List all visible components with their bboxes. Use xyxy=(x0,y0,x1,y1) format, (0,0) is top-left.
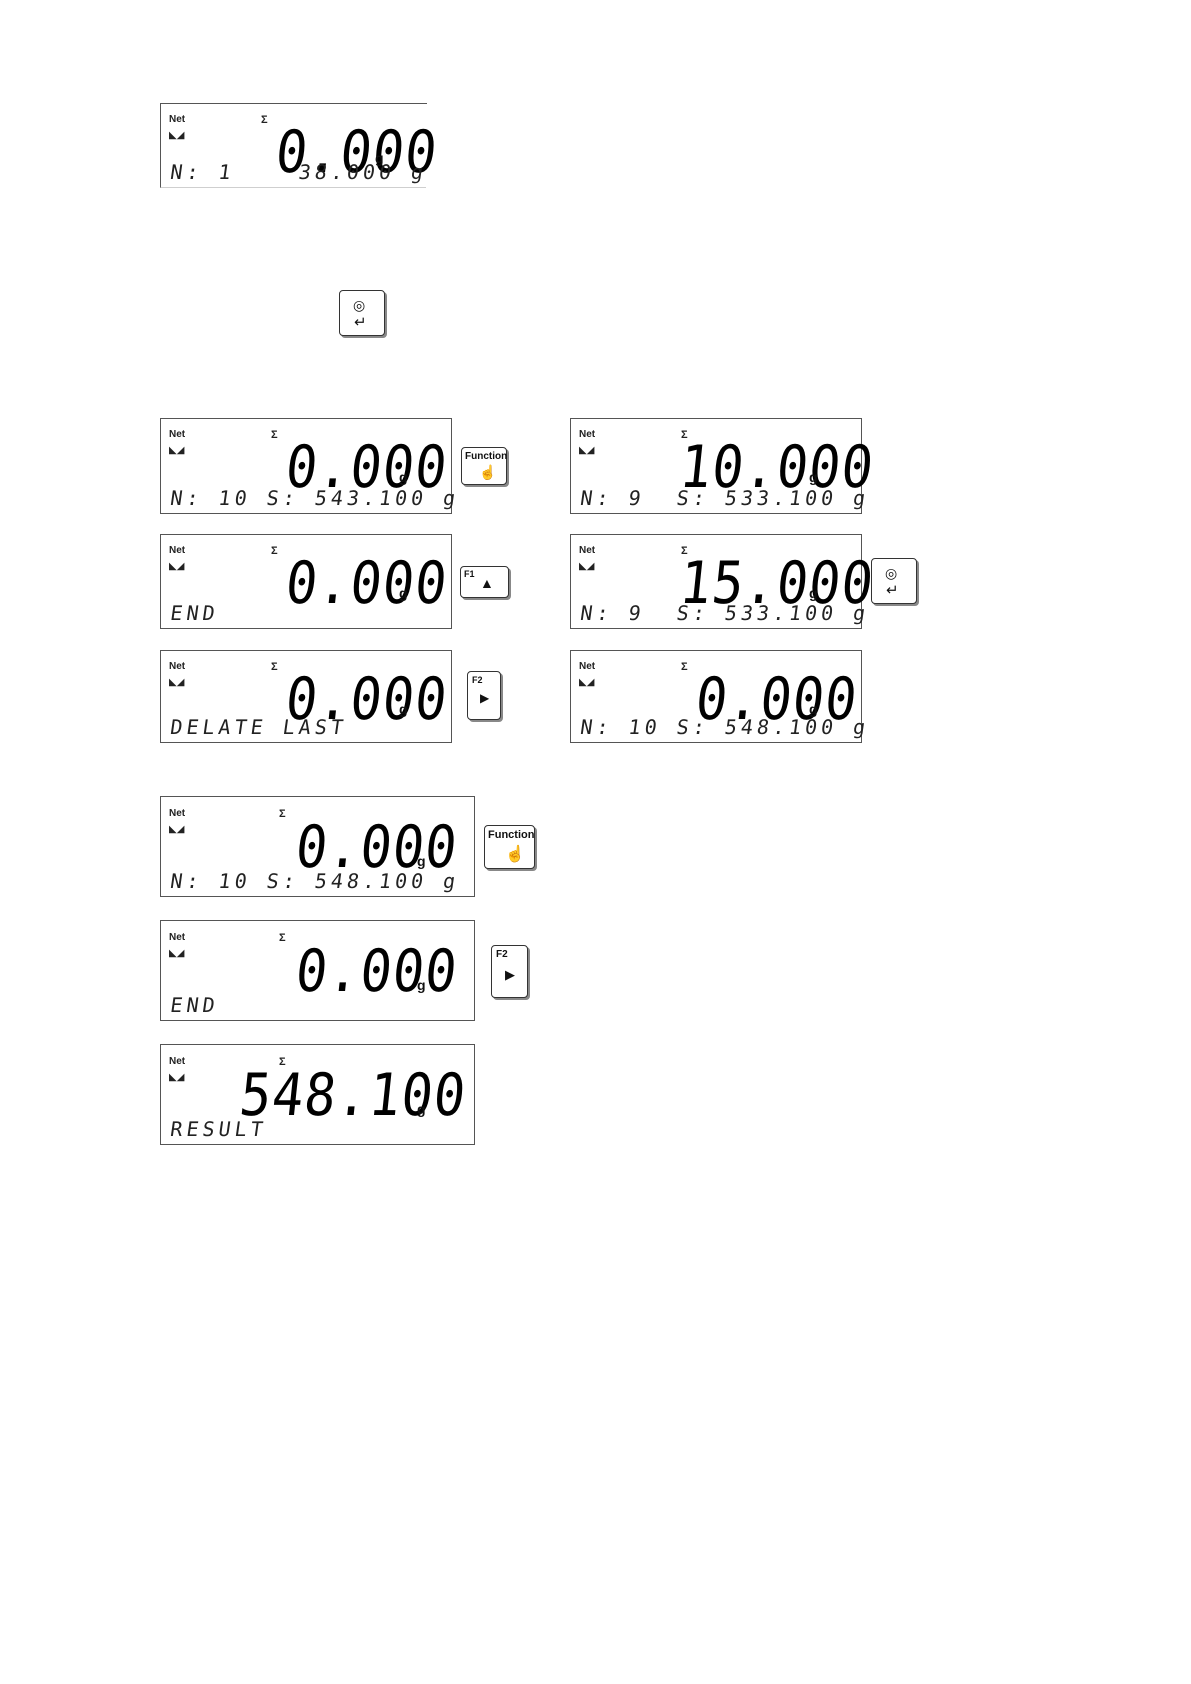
main-reading: 0.000 xyxy=(292,938,462,1006)
sigma-icon: Σ xyxy=(271,661,278,673)
stability-marker-icon: ◣◢ xyxy=(579,445,595,456)
stability-marker-icon: ◣◢ xyxy=(169,130,185,141)
right-arrow-icon: ▶ xyxy=(505,967,515,982)
bottom-line: END xyxy=(168,993,221,1017)
stability-marker-icon: ◣◢ xyxy=(169,677,185,688)
lcd-screen-2: Net ◣◢ Σ 0.000 g N: 10 S: 543.100 g xyxy=(160,418,461,514)
stability-marker-icon: ◣◢ xyxy=(579,561,595,572)
function-hand-icon: ☝ xyxy=(505,846,525,863)
lcd-screen-7: Net ◣◢ Σ 0.000 g N: 10 S: 548.100 g xyxy=(570,650,871,743)
bottom-line: END xyxy=(168,601,221,625)
f2-key-label: F2 xyxy=(472,675,483,685)
unit-label: g xyxy=(809,469,818,485)
print-enter-key-icon: ◎ xyxy=(885,565,898,581)
net-label: Net xyxy=(169,808,186,819)
net-label: Net xyxy=(169,545,186,556)
unit-label: g xyxy=(399,585,408,601)
sigma-icon: Σ xyxy=(681,429,688,441)
enter-arrow-icon: ↵ xyxy=(886,582,899,599)
unit-label: g xyxy=(417,977,426,993)
main-reading: 548.100 xyxy=(236,1062,470,1130)
stability-marker-icon: ◣◢ xyxy=(169,824,185,835)
stability-marker-icon: ◣◢ xyxy=(169,445,185,456)
f2-right-key[interactable]: F2 ▶ xyxy=(467,671,501,720)
stability-marker-icon: ◣◢ xyxy=(169,948,185,959)
unit-label: g xyxy=(375,150,384,166)
net-label: Net xyxy=(169,429,186,440)
function-key[interactable]: Function ☝ xyxy=(461,447,507,485)
function-key-label: Function xyxy=(488,829,535,841)
net-label: Net xyxy=(579,429,596,440)
sigma-icon: Σ xyxy=(279,1056,286,1068)
lcd-screen-1: Net ◣◢ Σ 0.000 g N: 1 38.000 g xyxy=(160,103,441,188)
lcd-screen-3: Net ◣◢ Σ 10.000 g N: 9 S: 533.100 g xyxy=(570,418,877,514)
lcd-screen-6: Net ◣◢ Σ 0.000 g DELATE LAST xyxy=(160,650,452,743)
unit-label: g xyxy=(809,701,818,717)
right-arrow-icon: ▶ xyxy=(480,691,490,705)
sigma-icon: Σ xyxy=(681,661,688,673)
bottom-line: N: 9 S: 533.100 g xyxy=(578,601,871,625)
unit-label: g xyxy=(399,701,408,717)
stability-marker-icon: ◣◢ xyxy=(169,561,185,572)
unit-label: g xyxy=(417,853,426,869)
bottom-line: RESULT xyxy=(168,1117,269,1141)
lcd-screen-5: Net ◣◢ Σ 15.000 g N: 9 S: 533.100 g xyxy=(570,534,877,629)
enter-arrow-icon: ↵ xyxy=(354,314,367,331)
function-key-label: Function xyxy=(465,451,508,462)
net-label: Net xyxy=(169,1056,186,1067)
bottom-line: N: 10 S: 548.100 g xyxy=(168,869,461,893)
enter-key[interactable]: ◎ ↵ xyxy=(871,558,917,604)
function-key[interactable]: Function ☝ xyxy=(484,825,535,869)
sigma-icon: Σ xyxy=(681,545,688,557)
f1-key-label: F1 xyxy=(464,569,475,579)
sigma-icon: Σ xyxy=(279,808,286,820)
sigma-icon: Σ xyxy=(271,545,278,557)
stability-marker-icon: ◣◢ xyxy=(579,677,595,688)
sigma-icon: Σ xyxy=(271,429,278,441)
net-label: Net xyxy=(169,932,186,943)
bottom-line: N: 9 S: 533.100 g xyxy=(578,486,871,510)
f2-key-label: F2 xyxy=(496,949,508,960)
main-reading: 0.000 xyxy=(282,550,452,618)
net-label: Net xyxy=(579,545,596,556)
bottom-line: N: 10 S: 548.100 g xyxy=(578,715,871,739)
unit-label: g xyxy=(809,585,818,601)
net-label: Net xyxy=(169,661,186,672)
print-enter-key-icon: ◎ xyxy=(353,297,366,313)
up-arrow-icon: ▲ xyxy=(480,575,494,591)
bottom-line: N: 10 S: 543.100 g xyxy=(168,486,461,510)
bottom-line: DELATE LAST xyxy=(168,715,349,739)
sigma-icon: Σ xyxy=(279,932,286,944)
f2-right-key[interactable]: F2 ▶ xyxy=(491,945,528,998)
net-label: Net xyxy=(169,114,186,125)
lcd-screen-8: Net ◣◢ Σ 0.000 g N: 10 S: 548.100 g xyxy=(160,796,475,897)
bottom-line: N: 1 38.000 g xyxy=(168,160,429,184)
lcd-screen-9: Net ◣◢ Σ 0.000 g END xyxy=(160,920,475,1021)
function-hand-icon: ☝ xyxy=(479,464,497,480)
net-label: Net xyxy=(579,661,596,672)
enter-key[interactable]: ◎ ↵ xyxy=(339,290,385,336)
lcd-screen-4: Net ◣◢ Σ 0.000 g END xyxy=(160,534,452,629)
unit-label: g xyxy=(417,1101,426,1117)
unit-label: g xyxy=(399,469,408,485)
sigma-icon: Σ xyxy=(261,114,268,126)
stability-marker-icon: ◣◢ xyxy=(169,1072,185,1083)
lcd-screen-10: Net ◣◢ Σ 548.100 g RESULT xyxy=(160,1044,475,1145)
f1-up-key[interactable]: F1 ▲ xyxy=(460,566,509,598)
